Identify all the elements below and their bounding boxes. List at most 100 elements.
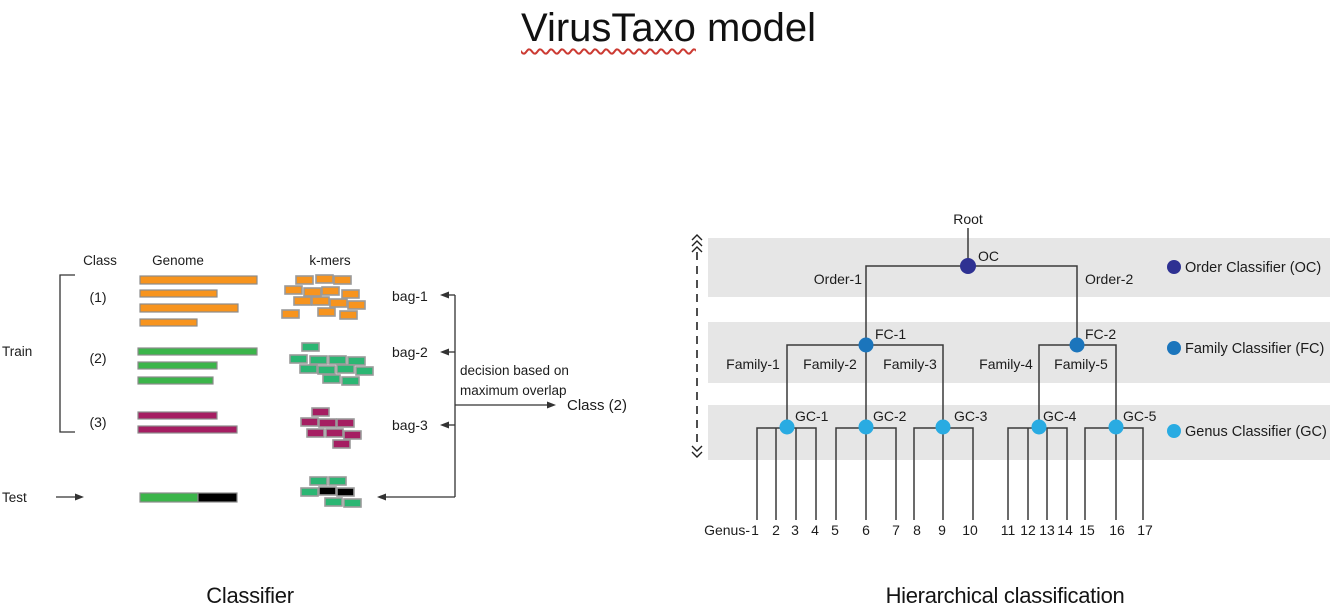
- kmer-tile: [284, 285, 303, 295]
- legend-oc-label: Order Classifier (OC): [1185, 260, 1321, 276]
- kmer-tile: [325, 428, 344, 438]
- kmer-tile: [289, 354, 308, 364]
- decision-text-line2: maximum overlap: [460, 383, 567, 398]
- genome-bar: [139, 275, 258, 285]
- legend-oc-dot: [1167, 260, 1181, 274]
- oc-label: OC: [978, 248, 999, 264]
- kmer-tile: [336, 487, 355, 497]
- genus-number: 8: [913, 522, 921, 538]
- genus-number: 17: [1137, 522, 1153, 538]
- kmer-tile: [328, 476, 347, 486]
- order-2-label: Order-2: [1085, 271, 1133, 287]
- title-virustaxo: VirusTaxo: [521, 6, 696, 50]
- genome-bar: [137, 376, 214, 385]
- decision-text-line1: decision based on: [460, 363, 569, 378]
- oc-node: [960, 258, 976, 274]
- kmer-tile: [309, 355, 328, 365]
- bag-2-label: bag-2: [392, 344, 428, 360]
- genome-bar: [139, 289, 218, 298]
- genome-bars-class2: [137, 347, 258, 385]
- genome-bar: [137, 361, 218, 370]
- gc3-label: GC-3: [954, 408, 988, 424]
- family-4-label: Family-4: [979, 356, 1033, 372]
- kmer-tile: [341, 289, 360, 299]
- kmer-tile: [318, 486, 337, 496]
- kmer-tile: [321, 286, 340, 296]
- bag-3-label: bag-3: [392, 417, 428, 433]
- family-3-label: Family-3: [883, 356, 937, 372]
- kmer-tile: [343, 498, 362, 508]
- kmer-tile: [281, 309, 300, 319]
- genus-number: 5: [831, 522, 839, 538]
- kmer-tile: [324, 497, 343, 507]
- kmer-tile: [303, 287, 322, 297]
- legend-fc-label: Family Classifier (FC): [1185, 341, 1324, 357]
- genus-number: 3: [791, 522, 799, 538]
- genus-number: 6: [862, 522, 870, 538]
- genus-number: 4: [811, 522, 819, 538]
- genus-number: 14: [1057, 522, 1073, 538]
- genus-number: 13: [1039, 522, 1055, 538]
- kmer-tile: [341, 376, 360, 386]
- page-title: VirusTaxo model: [0, 6, 1337, 51]
- test-bar-green-segment: [139, 492, 199, 503]
- kmer-tile: [300, 417, 319, 427]
- root-label: Root: [953, 211, 983, 227]
- hierarchy-caption: Hierarchical classification: [885, 583, 1125, 608]
- kmer-tile: [295, 275, 314, 285]
- gc5-label: GC-5: [1123, 408, 1157, 424]
- family-2-label: Family-2: [803, 356, 857, 372]
- test-bar-black-segment: [197, 492, 238, 503]
- kmer-tile: [343, 430, 362, 440]
- classifier-caption: Classifier: [206, 583, 294, 608]
- genus-number: 7: [892, 522, 900, 538]
- kmer-tile: [333, 275, 352, 285]
- kmer-tile: [306, 428, 325, 438]
- family-1-label: Family-1: [726, 356, 780, 372]
- gc1-label: GC-1: [795, 408, 829, 424]
- legend-fc-dot: [1167, 341, 1181, 355]
- gc4-node: [1031, 419, 1047, 435]
- genus-row: Genus- 1 2 3 4 5 6 7 8 9 10 11 12 13 14 …: [704, 522, 1153, 538]
- genome-bar: [137, 347, 258, 356]
- genome-bar: [139, 303, 239, 313]
- genome-bar: [137, 411, 218, 420]
- family-5-label: Family-5: [1054, 356, 1108, 372]
- genus-band: [708, 405, 1330, 460]
- kmer-tile: [332, 439, 351, 449]
- kmer-tile: [293, 296, 312, 306]
- arrow-head-down: [691, 445, 703, 458]
- kmer-tiles-bag3: [300, 407, 362, 449]
- kmer-tile: [317, 307, 336, 317]
- arrow-fletching: [691, 234, 703, 253]
- kmer-tile: [328, 355, 347, 365]
- test-genome-bar: [139, 492, 238, 503]
- genus-number: 16: [1109, 522, 1125, 538]
- genome-bar: [139, 318, 198, 327]
- test-arrow: [56, 493, 84, 501]
- kmer-tile: [301, 342, 320, 352]
- kmer-tile: [317, 365, 336, 375]
- genome-header: Genome: [152, 253, 204, 268]
- gc2-label: GC-2: [873, 408, 907, 424]
- taxonomy-level-arrow: [691, 234, 703, 458]
- gc1-node: [779, 419, 795, 435]
- kmers-header: k-mers: [309, 253, 350, 268]
- kmer-tile: [309, 476, 328, 486]
- train-label: Train: [2, 344, 32, 359]
- fc2-node: [1069, 337, 1085, 353]
- kmer-tiles-test: [300, 476, 362, 508]
- genus-number: 1: [751, 522, 759, 538]
- fc2-label: FC-2: [1085, 326, 1116, 342]
- fc1-label: FC-1: [875, 326, 906, 342]
- genus-number: 9: [938, 522, 946, 538]
- kmer-tiles-bag2: [289, 342, 374, 386]
- genome-bars-class3: [137, 411, 238, 434]
- kmer-tile: [347, 356, 366, 366]
- family-band: [708, 322, 1330, 383]
- kmer-tile: [329, 298, 348, 308]
- decision-connector: [377, 291, 556, 501]
- class-header: Class: [83, 253, 117, 268]
- legend-gc-label: Genus Classifier (GC): [1185, 424, 1327, 440]
- genus-number: 12: [1020, 522, 1036, 538]
